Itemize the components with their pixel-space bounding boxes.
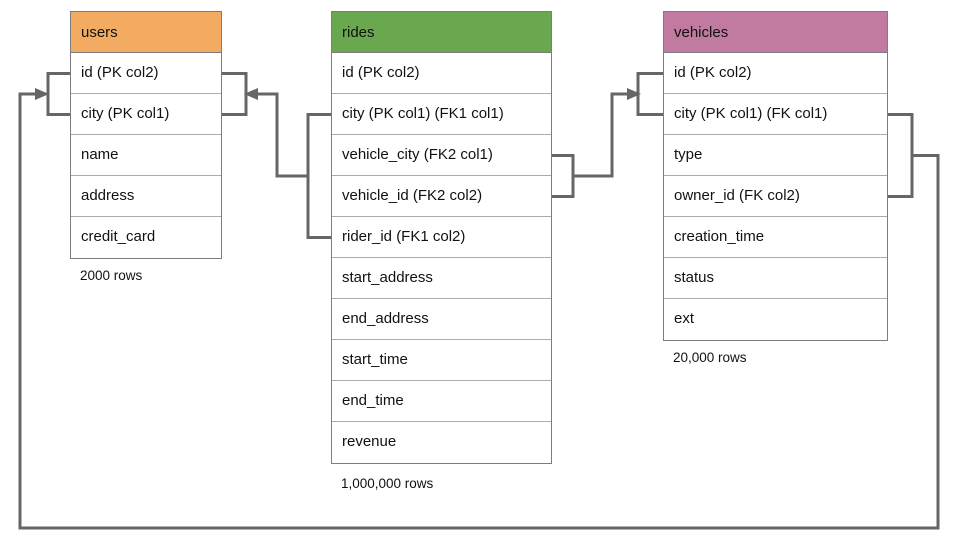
rides-column-end-time: end_time — [332, 381, 551, 422]
fk1-arrowhead-icon — [244, 88, 258, 100]
rides-column-id: id (PK col2) — [332, 53, 551, 94]
rides-column-rider-id: rider_id (FK1 col2) — [332, 217, 551, 258]
users-column-id: id (PK col2) — [71, 53, 221, 94]
users-table: users id (PK col2) city (PK col1) name a… — [70, 11, 222, 259]
vehicles-column-type: type — [664, 135, 887, 176]
fk1-connector — [257, 92, 308, 178]
vehicles-column-creation-time: creation_time — [664, 217, 887, 258]
rides-column-start-address: start_address — [332, 258, 551, 299]
rides-row-count-label: 1,000,000 rows — [341, 476, 434, 491]
fk-arrowhead-icon — [35, 88, 49, 100]
vehicles-column-ext: ext — [664, 299, 887, 340]
users-column-address: address — [71, 176, 221, 217]
vehicles-fk-bracket — [888, 113, 914, 198]
vehicles-left-pk-bracket — [636, 72, 663, 116]
rides-column-city: city (PK col1) (FK1 col1) — [332, 94, 551, 135]
fk-outer-loop-connector — [18, 92, 940, 530]
users-column-credit-card: credit_card — [71, 217, 221, 258]
vehicles-column-id: id (PK col2) — [664, 53, 887, 94]
users-left-pk-bracket — [46, 72, 70, 116]
fk2-arrowhead-icon — [627, 88, 641, 100]
rides-fk2-bracket — [552, 154, 575, 198]
users-column-city: city (PK col1) — [71, 94, 221, 135]
users-row-count-label: 2000 rows — [80, 268, 143, 283]
vehicles-row-count-label: 20,000 rows — [673, 350, 747, 365]
rides-column-vehicle-city: vehicle_city (FK2 col1) — [332, 135, 551, 176]
users-table-header: users — [71, 12, 221, 53]
rides-column-end-address: end_address — [332, 299, 551, 340]
rides-fk1-bracket — [306, 113, 331, 239]
fk2-connector — [573, 92, 627, 178]
vehicles-table-header: vehicles — [664, 12, 887, 53]
vehicles-column-status: status — [664, 258, 887, 299]
rides-column-revenue: revenue — [332, 422, 551, 463]
rides-table-header: rides — [332, 12, 551, 53]
rides-table: rides id (PK col2) city (PK col1) (FK1 c… — [331, 11, 552, 464]
vehicles-column-city: city (PK col1) (FK col1) — [664, 94, 887, 135]
users-right-pk-bracket — [222, 72, 248, 116]
rides-column-start-time: start_time — [332, 340, 551, 381]
vehicles-column-owner-id: owner_id (FK col2) — [664, 176, 887, 217]
users-column-name: name — [71, 135, 221, 176]
vehicles-table: vehicles id (PK col2) city (PK col1) (FK… — [663, 11, 888, 341]
rides-column-vehicle-id: vehicle_id (FK2 col2) — [332, 176, 551, 217]
